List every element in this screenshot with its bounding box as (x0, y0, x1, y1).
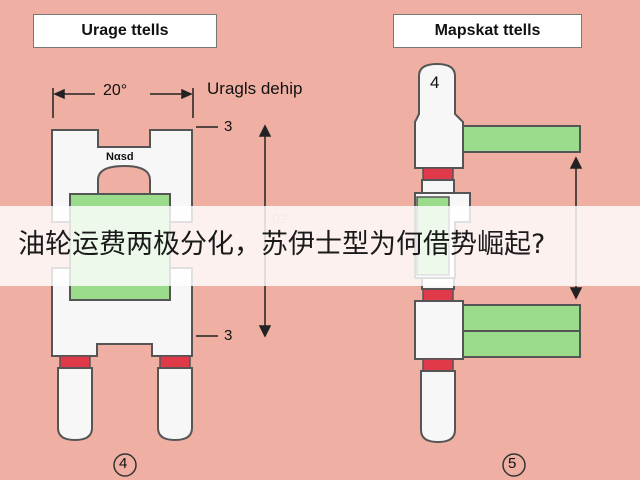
left-number-circle (113, 453, 137, 477)
right-lower-green-top (462, 304, 581, 332)
right-upper-green (462, 125, 581, 153)
left-leg-red-left (59, 355, 91, 369)
left-arch-window (97, 164, 151, 197)
right-red-bottom (422, 358, 454, 372)
right-number-circle (502, 453, 526, 477)
right-title-box: Mapskat ttells (393, 14, 582, 48)
left-leg-red-right (159, 355, 191, 369)
left-leg-left (57, 367, 93, 442)
angle-dimension (52, 88, 194, 118)
right-title: Mapskat ttells (434, 22, 541, 39)
angle-label: 20° (103, 82, 128, 99)
right-red-mid (422, 288, 454, 302)
right-red-top (422, 167, 454, 181)
right-bottom-leg (420, 370, 456, 444)
right-neck-top (421, 179, 455, 194)
left-circle-number: 4 (119, 455, 128, 472)
right-circle-number: 5 (508, 455, 517, 472)
left-lower-body (51, 267, 193, 357)
left-leg-right (157, 367, 193, 442)
top-tab-number: 4 (430, 73, 440, 92)
right-lower-green-bottom (462, 330, 581, 358)
dimension-bottom-value: 3 (224, 327, 233, 344)
left-title: Urage ttells (81, 22, 169, 39)
caption-banner (0, 206, 640, 286)
left-title-box: Urage ttells (33, 14, 217, 48)
right-lower-body (414, 300, 464, 360)
dimension-top-value: 3 (224, 118, 233, 135)
caption-text: 油轮运费两极分化，苏伊士型为何借势崛起? (18, 229, 546, 260)
inner-label: Nαsd (106, 151, 134, 163)
depth-label: Uragls dehip (207, 79, 303, 98)
